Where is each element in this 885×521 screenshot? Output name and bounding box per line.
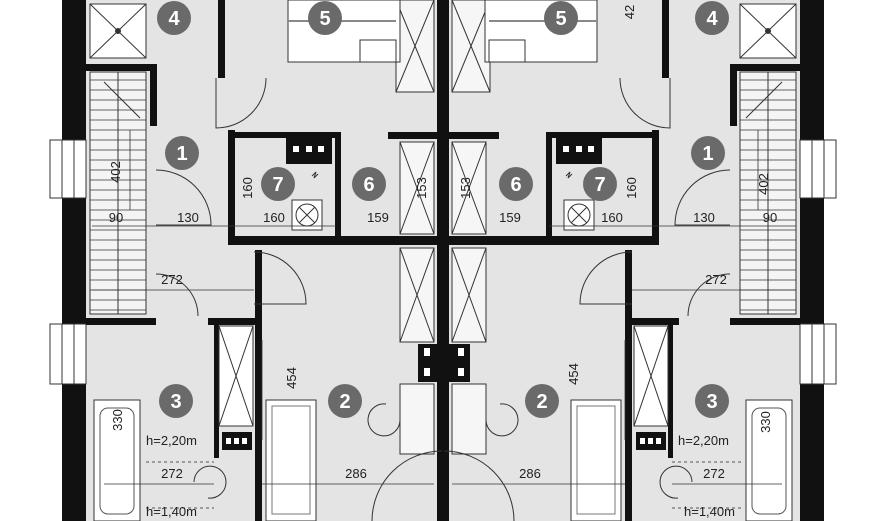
dim-272-bottom-right: 272	[703, 466, 725, 481]
room-badge-3-left: 3	[159, 384, 193, 418]
room-badge-7-right: 7	[583, 167, 617, 201]
bathtub-right	[745, 399, 793, 521]
dim-330-left: 330	[110, 409, 125, 431]
dim-160-horizontal-left: 160	[263, 210, 285, 225]
dim-402-left: 402	[108, 161, 123, 183]
room-badge-3-right: 3	[695, 384, 729, 418]
room-badge-1-left: 1	[165, 136, 199, 170]
height-140-right: h=1,40m	[684, 504, 735, 519]
tall-cabinet-left	[218, 325, 254, 450]
dim-160-vertical-right: 160	[624, 177, 639, 199]
svg-text:4: 4	[168, 8, 180, 30]
dim-153-left: 153	[414, 177, 429, 199]
svg-text:5: 5	[555, 8, 566, 30]
svg-text:3: 3	[170, 391, 181, 413]
boiler-room-fixtures-right	[556, 138, 602, 231]
exterior-walls	[62, 0, 824, 521]
room-badge-4-left: 4	[157, 1, 191, 35]
svg-text:7: 7	[594, 174, 605, 196]
svg-text:3: 3	[706, 391, 717, 413]
interior-walls	[86, 0, 800, 521]
bed-right	[484, 0, 598, 63]
bed-left	[287, 0, 401, 63]
slope-lines	[146, 461, 742, 509]
dim-272-top-right: 272	[705, 272, 727, 287]
svg-text:6: 6	[510, 174, 521, 196]
dimension-lines	[92, 130, 796, 485]
svg-text:7: 7	[272, 174, 283, 196]
room-badge-1-right: 1	[691, 136, 725, 170]
dim-272-top-left: 272	[161, 272, 183, 287]
dim-286-left: 286	[345, 466, 367, 481]
shower-right	[739, 3, 797, 59]
boiler-room-fixtures-left	[286, 138, 332, 231]
dim-130-left: 130	[177, 210, 199, 225]
dim-402-right: 402	[756, 173, 771, 195]
dim-160-vertical-left: 160	[240, 177, 255, 199]
room-badge-7-left: 7	[261, 167, 295, 201]
tall-cabinet-right	[633, 325, 669, 450]
dim-454-right: 454	[566, 363, 581, 385]
svg-text:1: 1	[702, 143, 713, 165]
counter-left	[265, 399, 317, 521]
shower-left	[89, 3, 147, 59]
dim-90-right: 90	[763, 210, 777, 225]
dim-454-left: 454	[284, 367, 299, 389]
room-badge-2-left: 2	[328, 384, 362, 418]
svg-text:5: 5	[319, 8, 330, 30]
dim-286-right: 286	[519, 466, 541, 481]
room-badges: 4 5 5 4 1 7 6 6	[157, 1, 729, 418]
room-badge-4-right: 4	[695, 1, 729, 35]
svg-text:2: 2	[339, 391, 350, 413]
room-badge-5-left: 5	[308, 1, 342, 35]
bathtub-left	[93, 399, 141, 521]
dim-330-right: 330	[758, 411, 773, 433]
dim-272-bottom-left: 272	[161, 466, 183, 481]
counter-right	[570, 399, 622, 521]
dim-90-left: 90	[109, 210, 123, 225]
dim-42-top: 42	[622, 5, 637, 19]
svg-text:1: 1	[176, 143, 187, 165]
height-220-left: h=2,20m	[146, 433, 197, 448]
svg-text:4: 4	[706, 8, 718, 30]
height-220-right: h=2,20m	[678, 433, 729, 448]
room-badge-6-right: 6	[499, 167, 533, 201]
dimension-labels: 402 402 90 90 130 130 160 160 160 160 15…	[108, 5, 777, 519]
room-badge-2-right: 2	[525, 384, 559, 418]
dim-130-right: 130	[693, 210, 715, 225]
room-badge-5-right: 5	[544, 1, 578, 35]
windows	[49, 139, 837, 385]
central-shafts	[395, 0, 491, 455]
dim-153-right: 153	[458, 177, 473, 199]
room-badge-6-left: 6	[352, 167, 386, 201]
dim-160-horizontal-right: 160	[601, 210, 623, 225]
stairs-left	[89, 71, 147, 315]
svg-text:6: 6	[363, 174, 374, 196]
dim-159-left: 159	[367, 210, 389, 225]
dim-159-right: 159	[499, 210, 521, 225]
svg-text:2: 2	[536, 391, 547, 413]
height-140-left: h=1,40m	[146, 504, 197, 519]
door-swings	[155, 77, 731, 521]
